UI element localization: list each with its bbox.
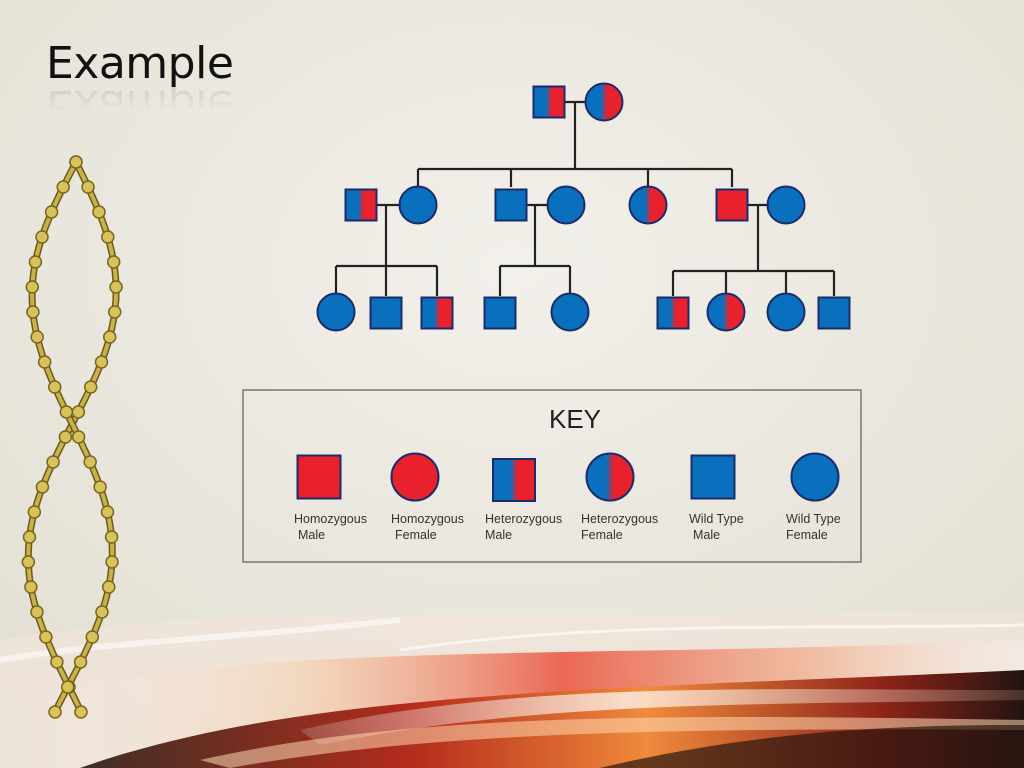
wild-type-male-symbol xyxy=(690,454,736,500)
key-label-line2: Female xyxy=(786,528,828,542)
key-label-line1: Homozygous xyxy=(391,512,464,526)
wild-type-female-symbol xyxy=(766,292,806,332)
slide-title: Example xyxy=(46,38,234,89)
heterozygous-male-symbol xyxy=(532,85,566,119)
key-label-line2: Female xyxy=(395,528,437,542)
key-label-homozygous-female: Homozygous Female xyxy=(391,511,491,543)
dna-helix-illustration xyxy=(21,155,123,719)
wild-type-female-symbol xyxy=(398,185,438,225)
wild-type-male-symbol xyxy=(369,296,403,330)
key-symbols xyxy=(296,452,840,502)
key-label-line1: Heterozygous xyxy=(581,512,659,526)
key-label-line2: Male xyxy=(298,528,326,542)
key-label-line1: Heterozygous xyxy=(485,512,563,526)
wild-type-male-symbol xyxy=(494,188,528,222)
pedigree-chart xyxy=(316,82,851,332)
decorative-swoosh xyxy=(0,610,1024,768)
wild-type-female-symbol xyxy=(790,452,840,502)
heterozygous-male-symbol xyxy=(344,188,378,222)
key-label-line2: Female xyxy=(581,528,623,542)
wild-type-male-symbol xyxy=(817,296,851,330)
key-label-line1: Wild Type xyxy=(786,512,841,526)
heterozygous-female-symbol xyxy=(585,452,635,502)
homozygous-male-symbol xyxy=(296,454,342,500)
wild-type-female-symbol xyxy=(546,185,586,225)
key-label-line2: Male xyxy=(693,528,721,542)
heterozygous-male-symbol xyxy=(492,458,536,502)
heterozygous-female-symbol xyxy=(584,82,624,122)
slide-title-reflection: Example xyxy=(46,80,234,131)
key-label-line1: Wild Type xyxy=(689,512,744,526)
heterozygous-female-symbol xyxy=(706,292,746,332)
homozygous-male-symbol xyxy=(715,188,749,222)
key-label-line1: Homozygous xyxy=(294,512,367,526)
key-label-wild-type-female: Wild Type Female xyxy=(786,511,886,543)
key-box xyxy=(242,389,862,563)
wild-type-male-symbol xyxy=(483,296,517,330)
key-label-homozygous-male: Homozygous Male xyxy=(294,511,394,543)
heterozygous-male-symbol xyxy=(420,296,454,330)
wild-type-female-symbol xyxy=(550,292,590,332)
key-label-line2: Male xyxy=(485,528,513,542)
wild-type-female-symbol xyxy=(766,185,806,225)
homozygous-female-symbol xyxy=(390,452,440,502)
heterozygous-male-symbol xyxy=(656,296,690,330)
heterozygous-female-symbol xyxy=(628,185,668,225)
key-label-heterozygous-female: Heterozygous Female xyxy=(581,511,681,543)
key-label-heterozygous-male: Heterozygous Male xyxy=(485,511,585,543)
pedigree-lines xyxy=(334,100,836,296)
key-label-wild-type-male: Wild Type Male xyxy=(689,511,789,543)
wild-type-female-symbol xyxy=(316,292,356,332)
key-title: KEY xyxy=(548,404,602,434)
